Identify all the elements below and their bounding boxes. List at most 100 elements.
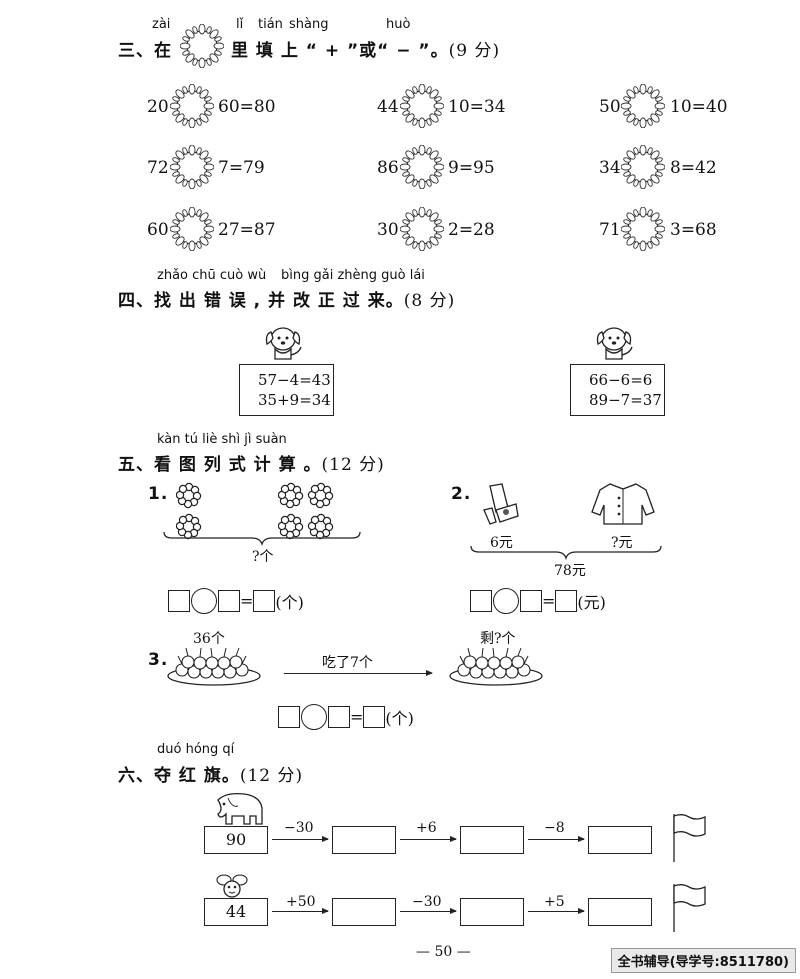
chain1-answer-box-1[interactable] [332, 826, 396, 854]
eq-r2c1-a: 72 [147, 158, 169, 178]
chain2-answer-box-3[interactable] [588, 898, 652, 926]
section4-pinyin-1: zhǎo chū cuò wù [157, 268, 267, 283]
problem1-number: 1. [148, 484, 169, 504]
section5-pinyin: kàn tú liè shì jì suàn [157, 432, 287, 447]
eq-r1c3-b: 10=40 [670, 97, 728, 117]
chain2-answer-box-2[interactable] [460, 898, 524, 926]
eq-r3c1-b: 27=87 [218, 220, 276, 240]
pinyin-tian: tián [258, 17, 283, 32]
eq-r2c3-a: 34 [599, 158, 621, 178]
answer-box[interactable] [555, 590, 578, 612]
answer-wreath-r1c3[interactable] [621, 84, 665, 128]
eq-r3c2-a: 30 [377, 220, 399, 240]
footer-badge: 全书辅导(导学号:8511780) [610, 948, 796, 973]
chain2-start-box: 44 [204, 898, 268, 926]
answer-wreath-r2c1[interactable] [170, 145, 214, 189]
answer-operator-circle[interactable] [191, 588, 217, 614]
chain1-answer-box-2[interactable] [460, 826, 524, 854]
section6-points: (12 分) [239, 766, 304, 786]
bee-icon [216, 874, 248, 898]
brace-icon [470, 545, 662, 560]
answer-box[interactable] [470, 590, 492, 612]
arrow-icon [272, 836, 329, 842]
problem3-unit: (个) [385, 709, 414, 728]
answer-operator-circle[interactable] [301, 704, 327, 730]
eq-r2c2-a: 86 [377, 158, 399, 178]
chain1-answer-box-3[interactable] [588, 826, 652, 854]
coat-price: ?元 [611, 535, 633, 551]
section5-points: (12 分) [321, 455, 385, 475]
chain2-op-1: +50 [286, 894, 316, 910]
section4-points: (8 分) [403, 291, 456, 311]
flag-icon [673, 884, 706, 933]
puppy-icon [596, 327, 633, 360]
error-eq-right-2: 89−7=37 [589, 391, 662, 409]
answer-box[interactable] [328, 706, 350, 728]
arrow-icon [284, 670, 433, 676]
pinyin-zai: zài [152, 17, 171, 32]
problem3-start-count: 36个 [193, 631, 225, 647]
scarf-price: 6元 [490, 535, 513, 551]
problem2-total: 78元 [554, 563, 586, 579]
answer-wreath-r3c2[interactable] [400, 207, 444, 251]
answer-box[interactable] [168, 590, 190, 612]
error-card-left: 57−4=43 35+9=34 [239, 364, 334, 416]
section6-pinyin: duó hóng qí [157, 742, 235, 757]
arrow-icon [400, 836, 457, 842]
arrow-icon [528, 908, 585, 914]
answer-wreath-r1c2[interactable] [400, 84, 444, 128]
answer-operator-circle[interactable] [493, 588, 519, 614]
answer-wreath-r2c3[interactable] [621, 145, 665, 189]
pinyin-li: lǐ [236, 17, 244, 32]
chain1-start-box: 90 [204, 826, 268, 854]
chain1-op-1: −30 [284, 820, 314, 836]
problem1-answer-row: =(个) [168, 588, 304, 614]
elephant-icon [217, 792, 263, 825]
arrow-icon [528, 836, 585, 842]
eq-r2c2-b: 9=95 [448, 158, 495, 178]
answer-box[interactable] [278, 706, 300, 728]
eq-r1c2-a: 44 [377, 97, 399, 117]
pinyin-shang: shàng [289, 17, 329, 32]
problem2-unit: (元) [577, 593, 606, 612]
eq-r3c3-a: 71 [599, 220, 621, 240]
arrow-icon [272, 908, 329, 914]
flag-icon [673, 814, 706, 863]
arrow-icon [400, 908, 457, 914]
page-number: — 50 — [416, 944, 471, 960]
answer-box[interactable] [253, 590, 276, 612]
section3-title: 里 填 上 “ + ”或“ − ”。 [231, 41, 449, 61]
eq-r3c2-b: 2=28 [448, 220, 495, 240]
section4-title: 四、找 出 错 误 , 并 改 正 过 来。 [118, 291, 404, 311]
pinyin-huo: huò [386, 17, 411, 32]
eq-r1c1-a: 20 [147, 97, 169, 117]
chain2-op-2: −30 [412, 894, 442, 910]
eq-r1c1-b: 60=80 [218, 97, 276, 117]
problem2-number: 2. [451, 484, 472, 504]
section3-points: (9 分) [448, 41, 501, 61]
coat-icon [591, 483, 655, 525]
answer-box[interactable] [218, 590, 240, 612]
answer-box[interactable] [520, 590, 542, 612]
section6-title: 六、夺 红 旗。 [118, 766, 240, 786]
eq-r1c2-b: 10=34 [448, 97, 506, 117]
answer-wreath-r3c3[interactable] [621, 207, 665, 251]
problem1-unit: (个) [275, 593, 304, 612]
error-eq-right-1: 66−6=6 [589, 371, 653, 389]
fruit-plate-icon [167, 647, 261, 686]
problem3-number: 3. [148, 650, 169, 670]
brace-icon [163, 531, 361, 546]
puppy-icon [265, 327, 302, 360]
eq-r3c3-b: 3=68 [670, 220, 717, 240]
answer-box[interactable] [363, 706, 386, 728]
answer-wreath-r2c2[interactable] [400, 145, 444, 189]
section4-pinyin-2: bìng gǎi zhèng guò lái [281, 268, 425, 283]
eq-r2c1-b: 7=79 [218, 158, 265, 178]
problem3-action: 吃了7个 [322, 655, 373, 671]
chain2-answer-box-1[interactable] [332, 898, 396, 926]
problem3-answer-row: =(个) [278, 704, 414, 730]
answer-wreath-r3c1[interactable] [170, 207, 214, 251]
eq-r3c1-a: 60 [147, 220, 169, 240]
error-card-right: 66−6=6 89−7=37 [570, 364, 665, 416]
answer-wreath-r1c1[interactable] [170, 84, 214, 128]
